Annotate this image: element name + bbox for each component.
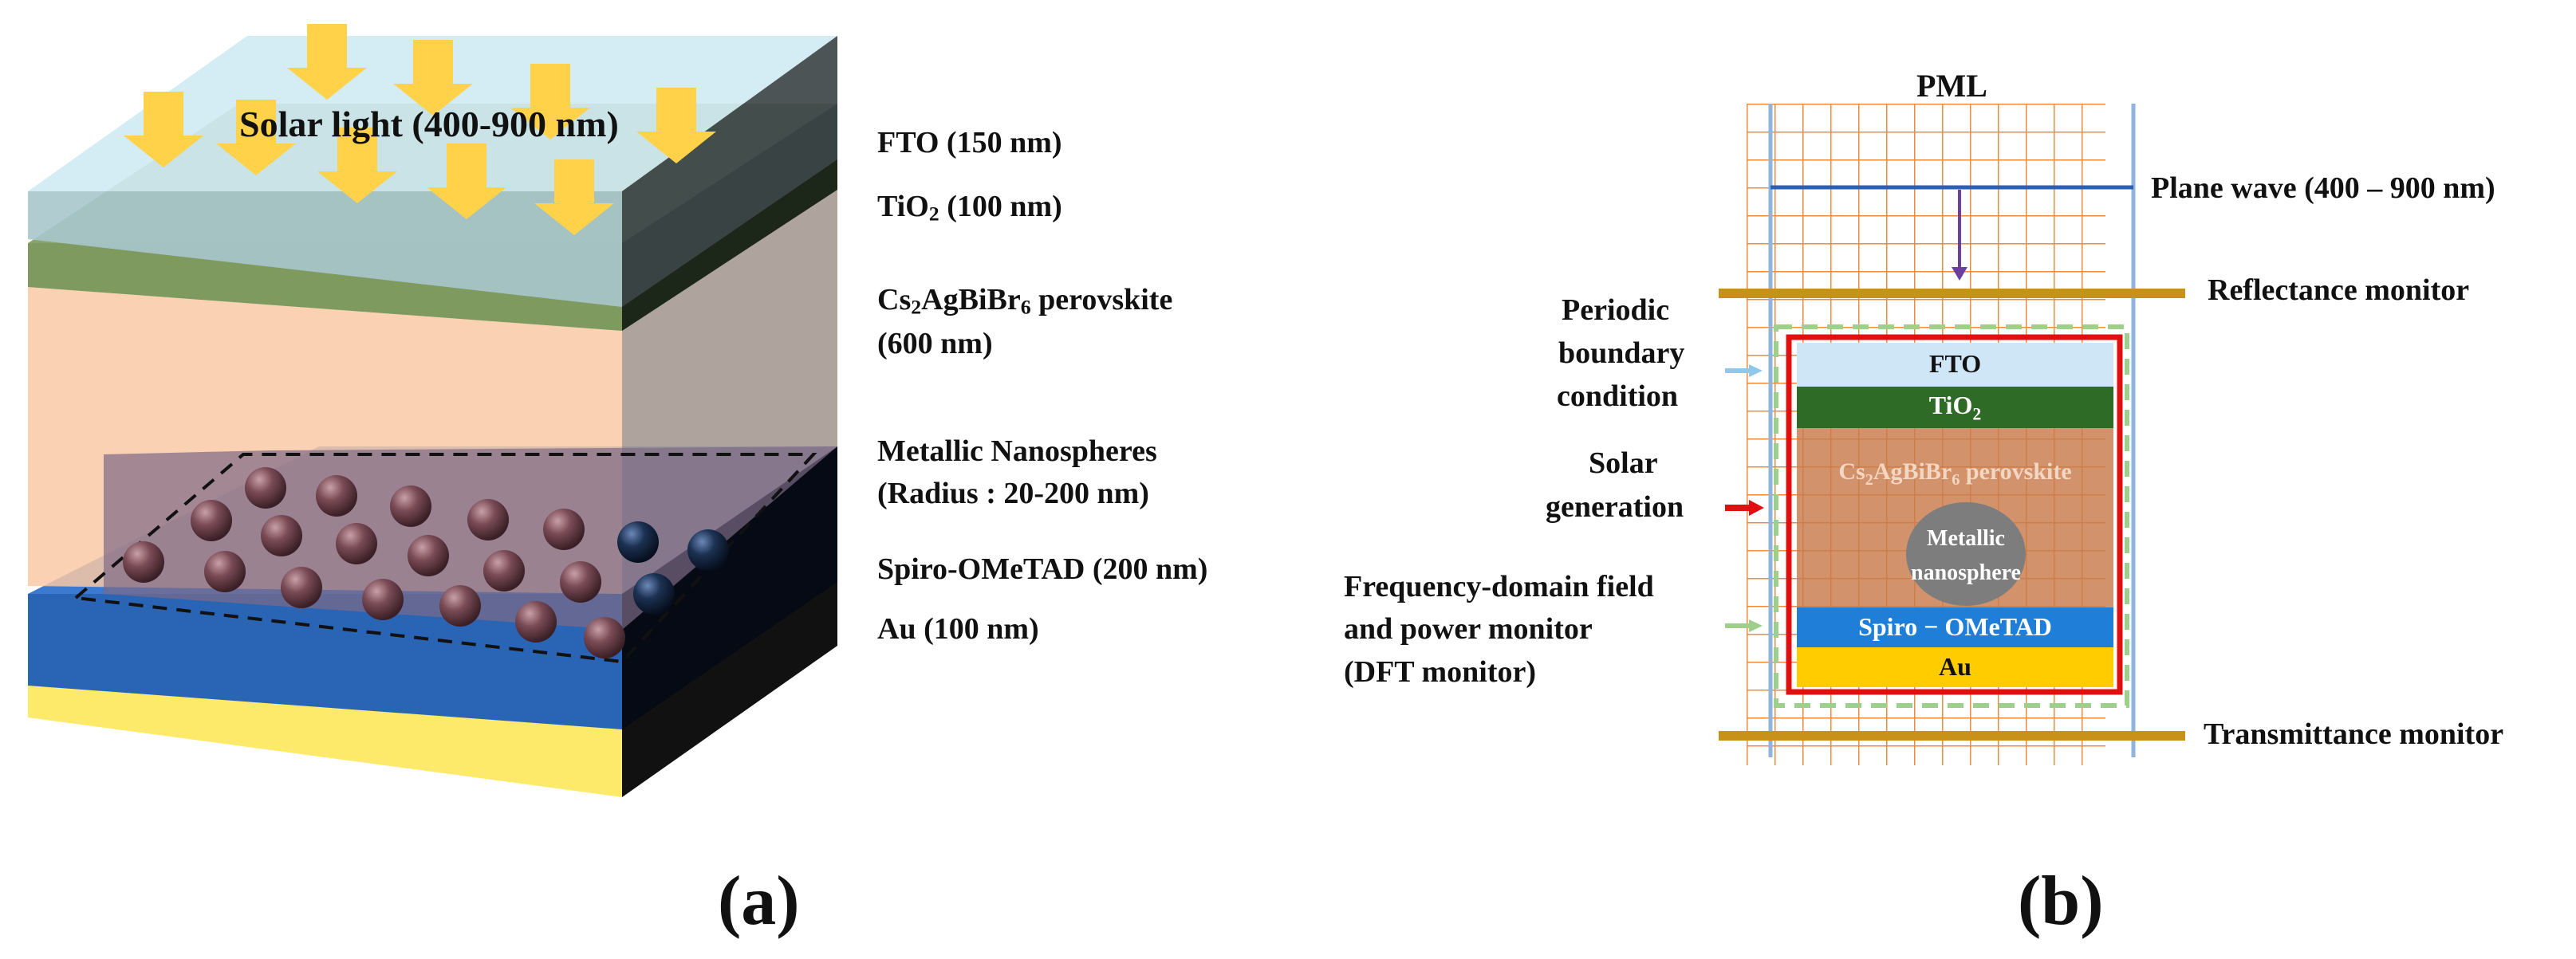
solar-generation-label-1: Solar [1589,446,1658,480]
dft-label-1: Frequency-domain field [1344,570,1654,603]
perovskite-label: Cs2AgBiBr6 perovskite [877,283,1173,319]
layer-tio2-text: TiO2 [1928,391,1982,424]
fto-front [28,191,622,307]
layer-spiro [1797,607,2113,647]
solar-generation-label-2: generation [1546,490,1684,524]
plane-wave-label: Plane wave (400 – 900 nm) [2151,171,2495,205]
reflectance-monitor-label: Reflectance monitor [2208,273,2470,307]
panel-a-drawing [28,24,837,797]
au-label: Au (100 nm) [877,612,1039,646]
layer-spiro-text: Spiro − OMeTAD [1858,612,2052,641]
fto-side [622,36,837,307]
dft-monitor-box [1774,324,2129,708]
dft-label-3: (DFT monitor) [1344,655,1536,689]
nanospheres-label-line1: Metallic Nanospheres [877,434,1157,468]
layer-fto-text: FTO [1928,349,1982,378]
tio2-label: TiO2 (100 nm) [877,190,1062,226]
panel-b-letter: (b) [2018,863,2104,940]
spiro-front [28,594,622,729]
nanospheres-label-line2: (Radius : 20-200 nm) [877,477,1149,510]
perovskite-thickness-label: (600 nm) [877,327,993,360]
solar-generation-arrow [1725,500,1764,516]
dft-label-2: and power monitor [1344,612,1593,646]
dft-arrow [1725,619,1763,632]
pml-label: PML [1916,68,1987,104]
fto-label: FTO (150 nm) [877,126,1062,159]
layer-tio2 [1797,387,2113,428]
nanosphere-dashed-frame [72,453,817,664]
periodic-label-2: boundary [1558,336,1685,370]
spiro-label: Spiro-OMeTAD (200 nm) [877,552,1208,586]
periodic-label-1: Periodic [1562,293,1670,327]
nanospheres [123,467,729,658]
transmittance-monitor-label: Transmittance monitor [2204,717,2504,751]
metallic-nanosphere-shape [1906,502,2026,606]
periodic-label-3: condition [1557,379,1679,413]
source-arrowhead [1952,267,1967,281]
layer-au [1797,647,2113,687]
panel-a-letter: (a) [718,863,800,940]
solar-arrows [124,24,716,235]
solar-light-label: Solar light (400-900 nm) [239,104,619,144]
panel-b-drawing [1719,104,2185,765]
nanosphere-text-2: nanosphere [1911,560,2021,585]
nanosphere-text-1: Metallic [1927,526,2005,551]
layer-au-text: Au [1939,652,1971,681]
solar-generation-box [1786,334,2123,695]
layer-perovskite-text: Cs2AgBiBr6 perovskite [1838,458,2072,489]
periodic-arrow [1725,364,1763,377]
spiro-side [622,446,837,729]
layer-fto [1797,343,2113,387]
